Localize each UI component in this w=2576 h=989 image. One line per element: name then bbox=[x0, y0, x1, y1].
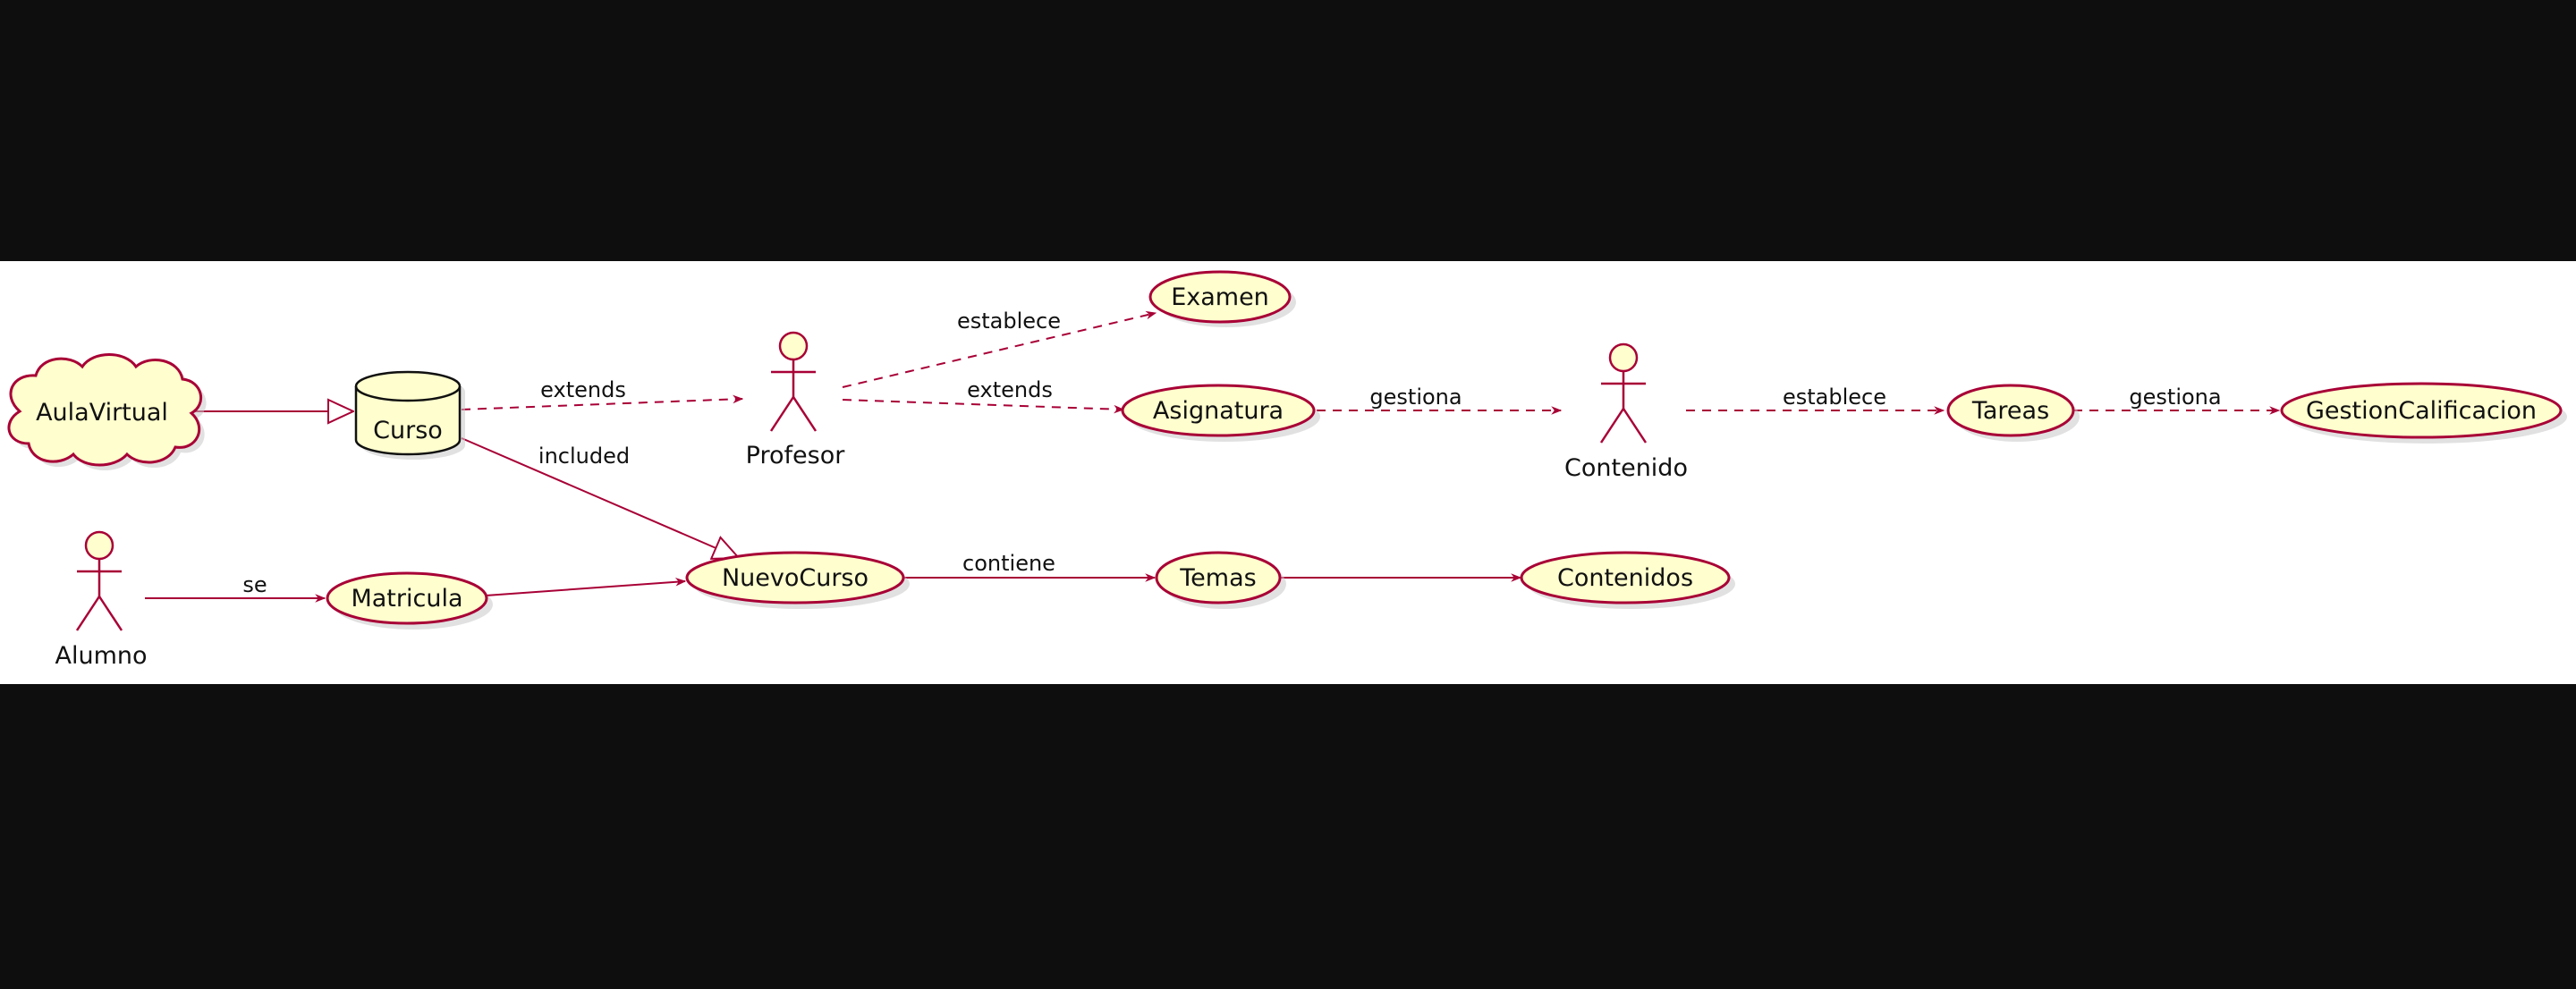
label-establece-examen: establece bbox=[957, 309, 1061, 334]
temas-label: Temas bbox=[1179, 564, 1256, 592]
label-establece-tareas: establece bbox=[1783, 385, 1886, 410]
edge-matricula-nuevocurso bbox=[485, 577, 687, 596]
node-gestioncalificacion: GestionCalificacion bbox=[2280, 382, 2567, 444]
label-se: se bbox=[242, 572, 267, 597]
label-included: included bbox=[538, 444, 630, 469]
gestioncalificacion-label: GestionCalificacion bbox=[2306, 397, 2537, 425]
label-gestiona-calificacion: gestiona bbox=[2129, 385, 2221, 410]
label-contiene: contiene bbox=[962, 551, 1055, 576]
node-nuevocurso: NuevoCurso bbox=[685, 551, 910, 609]
edge-labels: extends included establece extends gesti… bbox=[242, 309, 2221, 597]
contenidos-label: Contenidos bbox=[1557, 564, 1693, 592]
edge-curso-nuevocurso bbox=[461, 437, 739, 558]
edges bbox=[145, 310, 2281, 603]
diagram-canvas: extends included establece extends gesti… bbox=[0, 261, 2576, 684]
node-asignatura: Asignatura bbox=[1121, 384, 1320, 442]
curso-label: Curso bbox=[373, 417, 443, 444]
node-tareas: Tareas bbox=[1946, 384, 2080, 442]
use-case-diagram: extends included establece extends gesti… bbox=[7, 270, 2567, 670]
node-aulavirtual: AulaVirtual bbox=[7, 353, 207, 470]
node-contenidos: Contenidos bbox=[1520, 551, 1735, 609]
asignatura-label: Asignatura bbox=[1153, 397, 1284, 425]
label-extends-curso-profesor: extends bbox=[540, 377, 626, 402]
actor-profesor bbox=[769, 331, 818, 432]
node-curso: Curso bbox=[354, 370, 465, 460]
examen-label: Examen bbox=[1171, 283, 1269, 311]
label-gestiona-contenido: gestiona bbox=[1369, 385, 1462, 410]
tareas-label: Tareas bbox=[1971, 397, 2049, 425]
profesor-label: Profesor bbox=[746, 442, 846, 469]
label-extends-asignatura: extends bbox=[967, 377, 1053, 402]
node-examen: Examen bbox=[1148, 270, 1296, 327]
nuevocurso-label: NuevoCurso bbox=[722, 564, 869, 592]
alumno-label: Alumno bbox=[55, 642, 147, 670]
edge-profesor-asignatura bbox=[842, 399, 1125, 414]
node-matricula: Matricula bbox=[326, 571, 493, 630]
edge-curso-profesor bbox=[461, 394, 744, 410]
actor-contenido bbox=[1599, 342, 1648, 444]
node-temas: Temas bbox=[1155, 551, 1286, 609]
actor-alumno bbox=[75, 530, 123, 631]
contenido-label: Contenido bbox=[1564, 454, 1688, 482]
edge-profesor-examen bbox=[842, 310, 1157, 388]
matricula-label: Matricula bbox=[351, 585, 462, 613]
aulavirtual-label: AulaVirtual bbox=[36, 399, 168, 427]
